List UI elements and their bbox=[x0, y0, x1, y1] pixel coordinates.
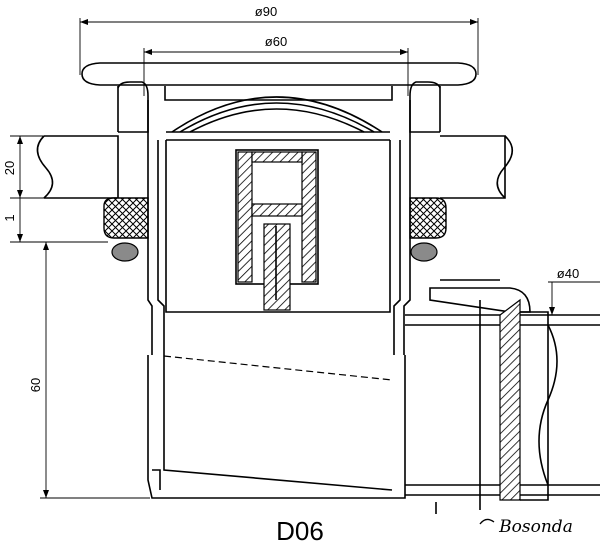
dimension-diameter-40: ø40 bbox=[548, 266, 600, 315]
top-cap bbox=[81, 62, 477, 133]
diameter-60-label: ø60 bbox=[265, 34, 287, 49]
brand-logo: Bosonda bbox=[479, 517, 573, 537]
center-mechanism bbox=[235, 149, 319, 311]
outlet-pipe bbox=[405, 279, 600, 514]
gap-label: 1 bbox=[2, 214, 17, 221]
dimension-diameter-90: ø90 bbox=[79, 4, 479, 75]
dimension-gap: 1 bbox=[2, 198, 108, 243]
model-label: D06 bbox=[276, 516, 324, 546]
brand-logo-text: Bosonda bbox=[498, 517, 573, 537]
seal-left bbox=[103, 197, 149, 262]
drain-body bbox=[147, 100, 411, 499]
plate-right bbox=[440, 135, 514, 199]
dimension-plate-thickness: 20 bbox=[2, 135, 44, 199]
diameter-40-label: ø40 bbox=[557, 266, 579, 281]
diameter-90-label: ø90 bbox=[255, 4, 277, 19]
dimension-body-height: 60 bbox=[28, 241, 150, 499]
seal-right bbox=[409, 197, 447, 262]
strainer-dome bbox=[166, 96, 390, 141]
body-height-label: 60 bbox=[28, 378, 43, 392]
plate-left bbox=[36, 135, 119, 199]
dimension-diameter-60: ø60 bbox=[143, 34, 409, 96]
plate-thickness-label: 20 bbox=[2, 161, 17, 175]
